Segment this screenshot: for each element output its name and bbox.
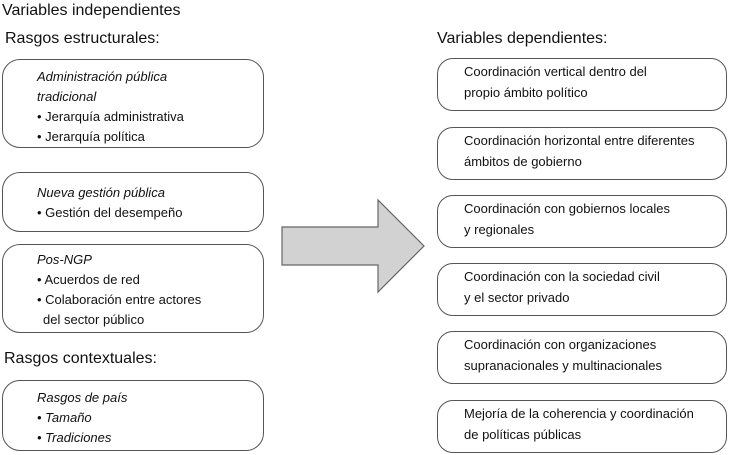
box-line: Coordinación horizontal entre diferentes: [464, 133, 695, 148]
box-traditional-public-administration: Administración pública tradicional • Jer…: [2, 59, 264, 148]
list-item: • Colaboración entre actores: [37, 292, 202, 307]
list-item: • Acuerdos de red: [37, 272, 140, 287]
heading-contextual-traits: Rasgos contextuales:: [4, 350, 157, 367]
box-line: y el sector privado: [464, 290, 570, 305]
box-title-line: Rasgos de país: [37, 390, 128, 405]
list-item-continuation: del sector público: [43, 312, 145, 327]
box-line: ámbitos de gobierno: [464, 154, 582, 169]
box-title-line: tradicional: [37, 89, 97, 104]
heading-dependent-variables: Variables dependientes:: [437, 30, 608, 47]
box-line: supranacionales y multinacionales: [464, 358, 663, 373]
box-title-line: Administración pública: [37, 69, 168, 84]
arrow-shape: [281, 198, 425, 294]
box-line: Coordinación vertical dentro del: [464, 64, 647, 79]
right-arrow-icon: [281, 198, 425, 294]
box-country-traits: Rasgos de país • Tamaño • Tradiciones: [2, 380, 264, 451]
box-policy-coherence: Mejoría de la coherencia y coordinación …: [437, 400, 727, 453]
list-item: • Tradiciones: [37, 430, 112, 445]
box-vertical-coordination: Coordinación vertical dentro del propio …: [437, 58, 727, 111]
box-line: y regionales: [464, 222, 535, 237]
box-title-line: Pos-NGP: [37, 252, 92, 267]
list-item: • Jerarquía política: [37, 129, 145, 144]
box-post-npm: Pos-NGP • Acuerdos de red • Colaboración…: [2, 244, 264, 333]
box-line: Mejoría de la coherencia y coordinación: [464, 406, 694, 421]
heading-independent-variables: Variables independientes: [2, 2, 181, 19]
list-item: • Gestión del desempeño: [37, 205, 183, 220]
box-line: Coordinación con gobiernos locales: [464, 201, 670, 216]
box-line: de políticas públicas: [464, 427, 582, 442]
box-local-regional-coordination: Coordinación con gobiernos locales y reg…: [437, 195, 727, 248]
box-line: propio ámbito político: [464, 85, 588, 100]
list-item: • Jerarquía administrativa: [37, 109, 184, 124]
box-new-public-management: Nueva gestión pública • Gestión del dese…: [2, 172, 264, 232]
box-horizontal-coordination: Coordinación horizontal entre diferentes…: [437, 127, 727, 180]
heading-structural-traits: Rasgos estructurales:: [5, 30, 160, 47]
box-line: Coordinación con la sociedad civil: [464, 269, 660, 284]
list-item: • Tamaño: [37, 410, 92, 425]
box-civil-society-coordination: Coordinación con la sociedad civil y el …: [437, 263, 727, 316]
box-line: Coordinación con organizaciones: [464, 337, 657, 352]
box-supranational-coordination: Coordinación con organizaciones supranac…: [437, 331, 727, 384]
box-title-line: Nueva gestión pública: [37, 185, 165, 200]
